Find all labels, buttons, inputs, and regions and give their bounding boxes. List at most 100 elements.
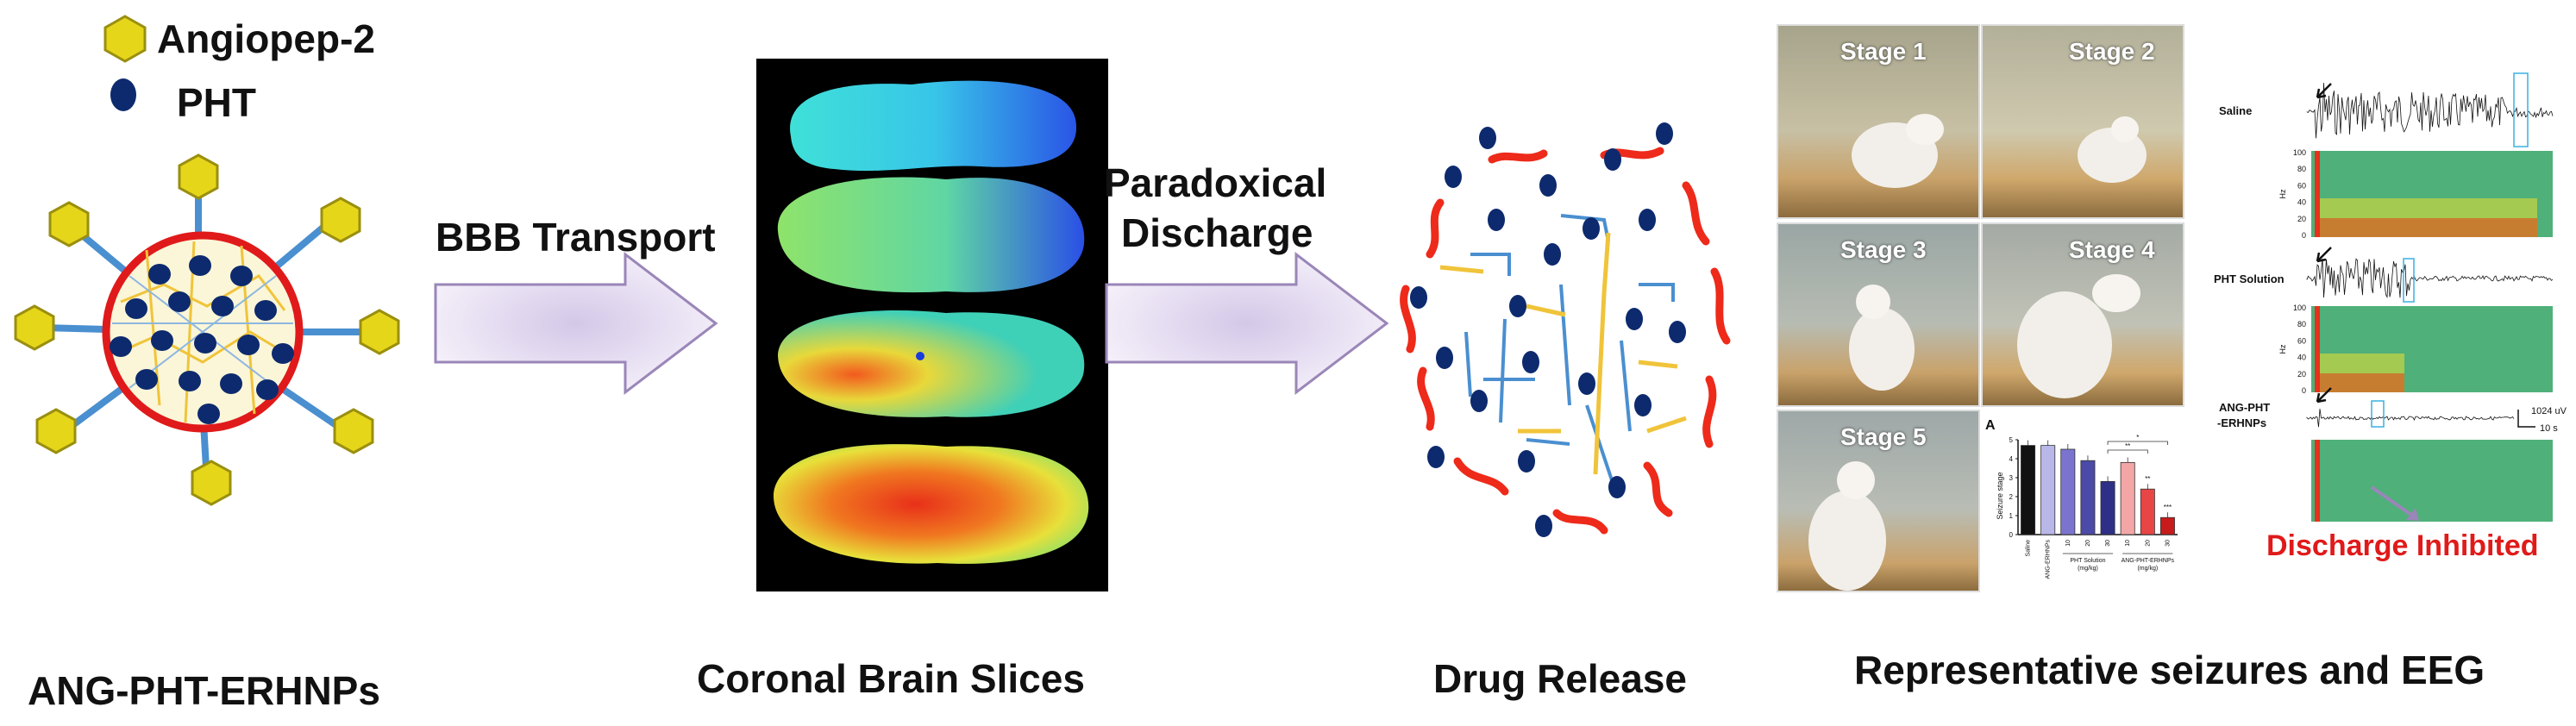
chart-y-tick-label: 1 <box>2009 512 2014 520</box>
eeg-spectro-tick: 20 <box>2297 370 2306 379</box>
eeg-spectrogram-saline-marker <box>2315 151 2320 237</box>
stage-4-photo: Stage 4 <box>1981 222 2184 407</box>
eeg-spectro-tick: 80 <box>2297 165 2306 173</box>
bbb-transport-label: BBB Transport <box>436 215 716 260</box>
eeg-scale-time: 10 s <box>2540 423 2558 434</box>
paradoxical-label: Paradoxical <box>1104 160 1327 205</box>
rat-figure <box>2078 116 2147 183</box>
discharge-inhibited-label: Discharge Inhibited <box>2266 529 2539 562</box>
eeg-trace-saline-label: Saline <box>2219 104 2252 117</box>
eeg-spectro-tick: 20 <box>2297 215 2306 223</box>
eeg-scale-bar <box>2517 410 2535 428</box>
eeg-spectrogram-saline-band-low <box>2320 218 2537 237</box>
legend-pht-label: PHT <box>177 80 256 125</box>
discharge-arrow-icon <box>1105 251 1389 396</box>
chart-y-tick-label: 0 <box>2009 531 2014 539</box>
chart-x-tick-label: 20 <box>2085 540 2091 547</box>
nanoparticle-diagram <box>14 153 400 506</box>
eeg-hz-label: Hz <box>2278 189 2287 198</box>
chart-bars: ******** <box>2021 434 2175 535</box>
eeg-trace-pht-label: PHT Solution <box>2214 272 2285 285</box>
chart-sig-label: *** <box>2164 504 2172 511</box>
chart-bar <box>2040 445 2056 535</box>
eeg-spectrogram-pht-band-low <box>2320 373 2404 392</box>
chart-bar <box>2100 481 2115 535</box>
eeg-hz-label: Hz <box>2278 344 2287 354</box>
caption-eeg: Representative seizures and EEG <box>1854 648 2485 692</box>
chart-group-label: (mg/kg) <box>2137 566 2158 572</box>
chart-sig-label: ** <box>2125 442 2130 450</box>
stage-5-photo: Stage 5 <box>1777 410 1980 592</box>
chart-sig-bracket <box>2107 441 2168 445</box>
bbb-arrow-icon <box>434 251 718 396</box>
chart-bar <box>2060 448 2076 535</box>
eeg-trace-ang-label-2: -ERHNPs <box>2217 416 2266 429</box>
eeg-spectrogram-ang <box>2311 440 2553 522</box>
chart-sig-label: ** <box>2145 475 2150 483</box>
chart-x-tick-label: ANG-ERHNPs <box>2046 540 2052 579</box>
caption-drug-release: Drug Release <box>1433 656 1688 701</box>
chart-y-tick-label: 3 <box>2009 474 2014 482</box>
eeg-spectro-tick: 60 <box>2297 181 2306 190</box>
brain-slices-panel <box>756 59 1108 591</box>
chart-x-tick-label: Saline <box>2026 540 2032 557</box>
chart-bar <box>2021 445 2036 535</box>
eeg-spectro-tick: 80 <box>2297 320 2306 329</box>
stage-5-label: Stage 5 <box>1840 423 1927 450</box>
rat-figure <box>2017 274 2140 398</box>
eeg-spectro-tick: 40 <box>2297 354 2306 362</box>
chart-y-tick-label: 2 <box>2009 493 2014 501</box>
stage-4-label: Stage 4 <box>2069 236 2155 263</box>
drug-release-diagram <box>1400 122 1731 537</box>
inhibited-arrow-icon <box>2370 485 2416 519</box>
angiopep-hexagon-icon <box>103 15 147 63</box>
stage-2-label: Stage 2 <box>2069 38 2155 65</box>
chart-x-tick-label: 30 <box>2105 540 2111 547</box>
stage-3-photo: Stage 3 <box>1777 222 1980 407</box>
chart-sig-bracket <box>2107 449 2148 454</box>
eeg-wave-pht <box>2306 258 2554 298</box>
eeg-scale-voltage: 1024 uV <box>2531 406 2567 416</box>
eeg-spectro-tick: 100 <box>2293 148 2306 157</box>
chart-y-tick-label: 4 <box>2009 455 2014 463</box>
eeg-onset-arrow-icon <box>2316 247 2332 263</box>
stage-1-label: Stage 1 <box>1840 38 1927 65</box>
chart-bar <box>2120 462 2135 535</box>
eeg-highlight-box <box>2403 258 2415 303</box>
stage-2-photo: Stage 2 <box>1981 24 2184 219</box>
discharge-label: Discharge <box>1121 210 1313 255</box>
eeg-highlight-box <box>2513 72 2529 147</box>
chart-x-tick-label: 30 <box>2165 540 2171 547</box>
legend-angiopep-label: Angiopep-2 <box>157 16 375 61</box>
chart-x-tick-label: 20 <box>2145 540 2151 547</box>
eeg-spectro-tick: 40 <box>2297 198 2306 207</box>
eeg-wave-saline <box>2306 83 2554 139</box>
eeg-spectro-tick: 0 <box>2302 386 2306 395</box>
eeg-spectro-tick: 100 <box>2293 304 2306 312</box>
pht-dot-icon <box>110 78 136 111</box>
eeg-trace-ang-label-1: ANG-PHT <box>2219 401 2270 414</box>
caption-brain-slices: Coronal Brain Slices <box>697 656 1085 701</box>
chart-x-tick-label: 10 <box>2065 540 2071 547</box>
chart-bar <box>2140 488 2155 535</box>
chart-group-label: (mg/kg) <box>2078 566 2098 572</box>
eeg-onset-arrow-icon <box>2316 83 2332 99</box>
chart-sig-label: * <box>2136 434 2139 441</box>
rat-figure <box>1808 461 1886 591</box>
eeg-spectrogram-pht-marker <box>2315 306 2320 392</box>
stage-3-label: Stage 3 <box>1840 236 1927 263</box>
rat-figure <box>1849 285 1915 391</box>
chart-group-label: ANG-PHT-ERHNPs <box>2122 558 2175 564</box>
chart-x-tick-label: 10 <box>2125 540 2131 547</box>
stage-1-photo: Stage 1 <box>1777 24 1980 219</box>
chart-bar <box>2080 460 2096 535</box>
eeg-spectrogram-ang-marker <box>2315 440 2320 522</box>
eeg-onset-arrow-icon <box>2316 387 2332 404</box>
eeg-highlight-box <box>2371 400 2385 428</box>
chart-y-tick-label: 5 <box>2009 436 2014 444</box>
inhibited-arrowhead-icon <box>2406 508 2419 521</box>
rat-figure <box>1852 114 1944 188</box>
eeg-spectro-tick: 60 <box>2297 336 2306 345</box>
